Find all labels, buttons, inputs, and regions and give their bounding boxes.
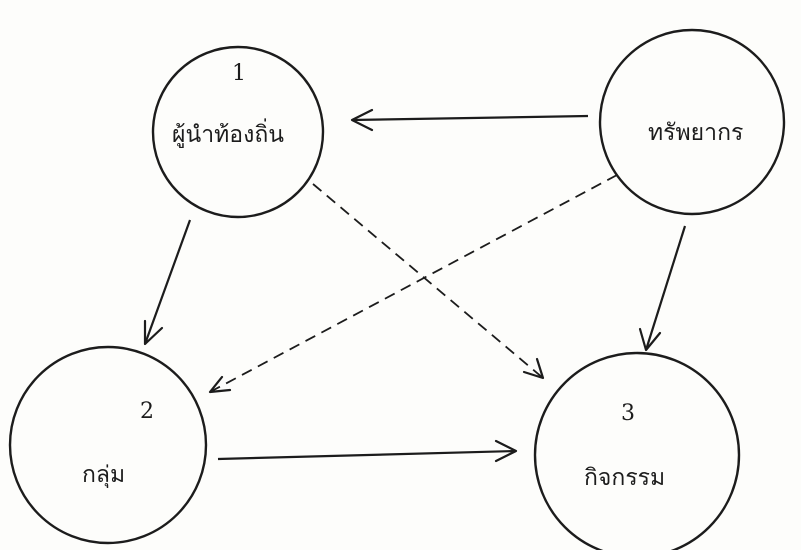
node-resources: ทรัพยากร: [598, 28, 786, 216]
edge-resources-to-activity: [638, 225, 687, 352]
edge-resources-to-leaders: [350, 108, 589, 132]
node-resources-label: ทรัพยากร: [648, 120, 743, 146]
node-activity-number: 3: [621, 401, 635, 426]
node-leaders-label: ผู้นำท้องถิ่น: [172, 118, 284, 148]
edge-leaders-to-group: [143, 219, 192, 346]
node-leaders: 1 ผู้นำท้องถิ่น: [151, 45, 325, 219]
edge-resources-to-activity-line: [644, 225, 687, 351]
edge-resources-to-activity-arrowhead: [638, 327, 662, 352]
node-group-label: กลุ่ม: [82, 462, 125, 488]
edge-group-to-activity-arrowhead: [494, 439, 518, 463]
edge-resources-to-group-line: [209, 174, 618, 393]
edge-resources-to-group-arrowhead: [208, 375, 232, 394]
node-resources-circle: [598, 28, 786, 216]
edge-resources-to-leaders-line: [351, 114, 589, 122]
node-leaders-circle: [151, 45, 325, 219]
node-group-number: 2: [140, 399, 154, 424]
edge-leaders-to-activity: [312, 183, 545, 380]
edge-group-to-activity-line: [217, 449, 517, 461]
node-activity-label: กิจกรรม: [584, 465, 665, 491]
edge-group-to-activity: [217, 439, 518, 463]
edge-resources-to-leaders-arrowhead: [350, 108, 374, 132]
edge-leaders-to-activity-arrowhead: [522, 357, 545, 380]
node-activity-circle: [533, 351, 741, 554]
node-leaders-number: 1: [232, 61, 246, 86]
edge-resources-to-group: [208, 174, 618, 394]
edge-leaders-to-activity-line: [312, 183, 544, 379]
edge-leaders-to-group-arrowhead: [143, 319, 164, 346]
node-group: 2 กลุ่ม: [8, 345, 208, 545]
edge-leaders-to-group-line: [143, 219, 192, 345]
node-group-circle: [8, 345, 208, 545]
node-activity: 3 กิจกรรม: [533, 351, 741, 554]
